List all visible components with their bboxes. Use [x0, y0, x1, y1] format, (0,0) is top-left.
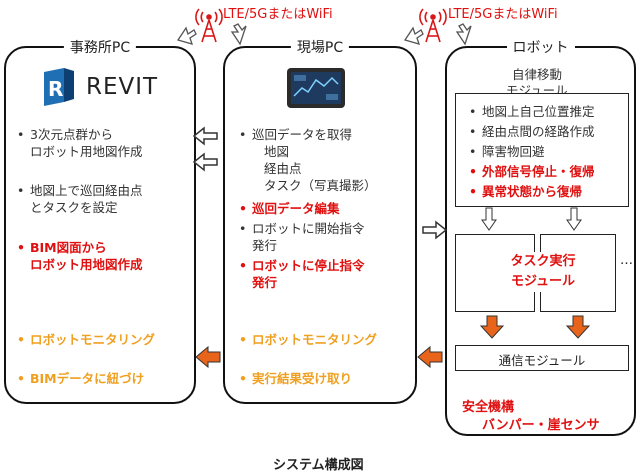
office-pc-panel: 事務所PC	[4, 37, 196, 404]
site-item-4: •ロボットに停止指令	[239, 258, 365, 273]
office-item-4: •ロボットモニタリング	[17, 332, 156, 347]
office-item-1: •3次元点群から	[17, 127, 113, 142]
network-label-right: LTE/5GまたはWiFi	[448, 7, 558, 22]
site-item-3: •ロボットに開始指令	[239, 221, 365, 236]
antenna-tower-icon-right	[419, 8, 447, 43]
network-link-arrow-3	[403, 26, 424, 45]
task-module-label-1: タスク実行	[510, 254, 576, 269]
site-sub-waypoint: 経由点	[264, 161, 302, 176]
site-item-1: •巡回データを取得	[239, 127, 353, 142]
network-link-arrow-4	[455, 23, 472, 46]
tablet-icon	[287, 68, 345, 108]
site-sub-task: タスク（写真撮影）	[264, 178, 377, 193]
task-ellipsis: …	[620, 253, 633, 268]
arrow-robot-to-site	[417, 345, 443, 369]
arrow-site-to-office-result	[195, 345, 221, 369]
robot-title: ロボット	[506, 37, 575, 57]
antenna-tower-icon-left	[195, 8, 223, 43]
arrow-site-to-office-2	[192, 152, 218, 172]
autonomy-item-3: •障害物回避	[469, 144, 545, 159]
site-item-3b: 発行	[252, 238, 278, 253]
site-item-2: •巡回データ編集	[239, 201, 340, 216]
tablet-image	[286, 66, 346, 110]
autonomy-module-box	[455, 93, 629, 207]
autonomy-item-4: •外部信号停止・復帰	[469, 164, 595, 179]
network-label-left: LTE/5GまたはWiFi	[223, 7, 333, 22]
task-module-label-2: モジュール	[510, 274, 576, 289]
diagram-caption: システム構成図	[273, 458, 364, 473]
office-pc-title: 事務所PC	[63, 37, 137, 57]
office-item-3b: ロボット用地図作成	[30, 257, 143, 272]
autonomy-label-1: 自律移動	[512, 67, 563, 82]
arrow-task-to-comm-right	[565, 315, 591, 339]
office-item-2: •地図上で巡回経由点	[17, 183, 143, 198]
site-item-5: •ロボットモニタリング	[239, 332, 378, 347]
revit-logo-text: REVIT	[86, 74, 159, 100]
autonomy-item-2: •経由点間の経路作成	[469, 124, 595, 139]
network-link-arrow-1	[176, 26, 197, 45]
svg-text:R: R	[48, 77, 63, 101]
autonomy-item-5: •異常状態から復帰	[469, 184, 583, 199]
arrow-site-to-office-1	[192, 126, 218, 146]
safety-label-1: 安全機構	[462, 400, 515, 415]
revit-logo-icon: R	[44, 68, 74, 106]
arrow-task-to-comm-left	[479, 315, 505, 339]
site-item-6: •実行結果受け取り	[239, 371, 353, 386]
task-module-label: タスク実行 モジュール	[478, 252, 608, 292]
arrow-autonomy-to-task-right	[566, 207, 582, 231]
site-item-4b: 発行	[252, 275, 278, 290]
office-item-2b: とタスクを設定	[30, 200, 118, 215]
network-link-arrow-2	[230, 23, 247, 46]
safety-label-2: バンパー・崖センサ	[482, 418, 600, 433]
arrow-site-to-robot	[422, 220, 448, 240]
site-pc-title: 現場PC	[290, 37, 350, 57]
office-item-5: •BIMデータに紐づけ	[17, 371, 145, 386]
comm-module-box	[455, 345, 629, 371]
office-item-3: •BIM図面から	[17, 240, 107, 255]
arrow-autonomy-to-task-left	[481, 207, 497, 231]
autonomy-item-1: •地図上自己位置推定	[469, 104, 595, 119]
revit-logo: R REVIT	[40, 68, 190, 108]
office-item-1b: ロボット用地図作成	[30, 144, 143, 159]
comm-module-label: 通信モジュール	[498, 353, 586, 368]
site-sub-map: 地図	[264, 144, 290, 159]
